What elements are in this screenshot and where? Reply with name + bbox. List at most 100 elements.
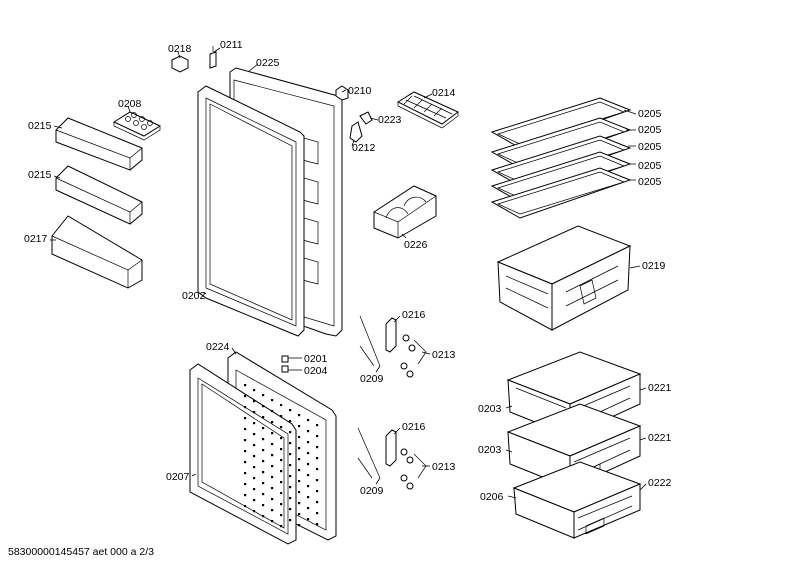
liner-dot [244, 472, 247, 475]
liner-dot [316, 424, 319, 427]
liner-dot [316, 479, 319, 482]
part-0210 [335, 85, 349, 101]
glass-shelf-stack [490, 97, 632, 219]
label-0219: 0219 [642, 260, 666, 272]
liner-dot [262, 394, 265, 397]
liner-dot [271, 520, 274, 523]
label-0214: 0214 [432, 87, 456, 99]
part-0212 [349, 121, 363, 143]
liner-dot [244, 483, 247, 486]
liner-dot [289, 486, 292, 489]
liner-dot [307, 419, 310, 422]
label-0205-3: 0205 [638, 141, 662, 153]
liner-dot [316, 523, 319, 526]
liner-dot [280, 426, 283, 429]
label-0202: 0202 [182, 290, 206, 302]
label-0218: 0218 [168, 43, 192, 55]
liner-dot [253, 510, 256, 513]
liner-dot [280, 481, 283, 484]
liner-dot [262, 405, 265, 408]
liner-dot [298, 513, 301, 516]
liner-dot [244, 439, 247, 442]
label-0201: 0201 [304, 353, 328, 365]
liner-dot [298, 524, 301, 527]
liner-dot [271, 487, 274, 490]
label-0205-1: 0205 [638, 108, 662, 120]
liner-dot [253, 400, 256, 403]
label-0215-lower: 0215 [28, 169, 52, 181]
liner-dot [298, 469, 301, 472]
liner-dot [307, 430, 310, 433]
label-0203-lower: 0203 [478, 444, 502, 456]
label-0213-upper: 0213 [432, 349, 456, 361]
liner-dot [262, 460, 265, 463]
liner-dot [280, 415, 283, 418]
liner-dot [298, 447, 301, 450]
liner-dot [262, 504, 265, 507]
leader-lines [50, 47, 647, 499]
liner-dot [253, 433, 256, 436]
liner-dot [307, 452, 310, 455]
liner-dot [298, 436, 301, 439]
liner-dot [316, 457, 319, 460]
liner-dot [280, 503, 283, 506]
liner-dot [271, 454, 274, 457]
liner-dot [289, 508, 292, 511]
liner-dot [316, 501, 319, 504]
label-0221-upper: 0221 [648, 382, 672, 394]
liner-dot [253, 389, 256, 392]
label-0212: 0212 [352, 142, 376, 154]
part-0223 [359, 111, 373, 125]
label-0216-upper: 0216 [402, 309, 426, 321]
door-balcony-bottle [51, 215, 143, 289]
liner-dot [280, 448, 283, 451]
label-0226: 0226 [404, 239, 428, 251]
liner-dot [271, 410, 274, 413]
liner-dot [307, 441, 310, 444]
hinge-bracket-lower [357, 427, 427, 490]
liner-dot [307, 474, 310, 477]
liner-dot [307, 507, 310, 510]
liner-dot [262, 471, 265, 474]
label-0208: 0208 [118, 98, 142, 110]
lower-door-gasket [189, 363, 297, 545]
egg-tray [112, 111, 162, 141]
liner-dot [244, 384, 247, 387]
liner-dot [253, 499, 256, 502]
liner-dot [289, 464, 292, 467]
liner-dot [262, 416, 265, 419]
liner-dot [253, 455, 256, 458]
liner-dot [280, 437, 283, 440]
liner-dot [262, 482, 265, 485]
hinge-cap-0218 [171, 55, 189, 73]
liner-dot [253, 466, 256, 469]
liner-dot [271, 432, 274, 435]
label-0224: 0224 [206, 341, 230, 353]
liner-dot [289, 475, 292, 478]
label-0207: 0207 [166, 471, 190, 483]
liner-dot [289, 420, 292, 423]
screw-0204 [281, 365, 289, 373]
liner-dot [316, 512, 319, 515]
crisper-drawer-0219 [496, 225, 632, 331]
liner-dot [271, 443, 274, 446]
liner-dot [289, 453, 292, 456]
liner-dot [262, 493, 265, 496]
label-0206: 0206 [480, 491, 504, 503]
bottle-holder-0226 [373, 185, 437, 239]
liner-dot [289, 442, 292, 445]
label-0221-lower: 0221 [648, 432, 672, 444]
liner-dot [280, 459, 283, 462]
label-0213-lower: 0213 [432, 461, 456, 473]
liner-dot [253, 411, 256, 414]
liner-dot [244, 428, 247, 431]
liner-dot [307, 485, 310, 488]
lower-door-dot-grid [244, 384, 319, 528]
liner-dot [262, 515, 265, 518]
liner-dot [289, 431, 292, 434]
hinge-bracket-upper [359, 315, 427, 378]
liner-dot [307, 463, 310, 466]
label-0205-2: 0205 [638, 124, 662, 136]
label-0223: 0223 [378, 114, 402, 126]
